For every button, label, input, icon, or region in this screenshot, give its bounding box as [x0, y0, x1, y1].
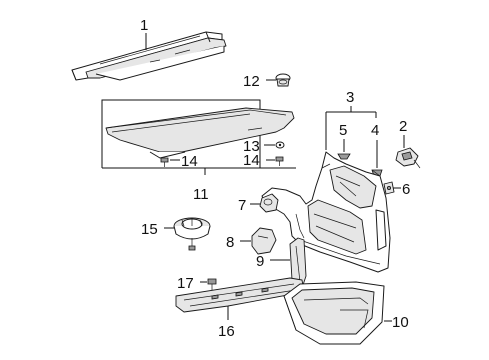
callout-13: 13 — [243, 138, 260, 155]
callout-15: 15 — [141, 221, 158, 238]
bolt — [160, 157, 169, 167]
callout-2: 2 — [399, 118, 407, 135]
callout-14-right: 14 — [243, 152, 260, 169]
plug — [259, 193, 279, 213]
trim-panel-insert — [289, 237, 307, 291]
callout-8: 8 — [226, 234, 234, 251]
washer — [275, 141, 285, 149]
callout-7: 7 — [238, 197, 246, 214]
cargo-cover-panel — [105, 107, 295, 159]
cargo-cover-roller — [71, 31, 227, 81]
clip — [337, 153, 351, 160]
callout-4: 4 — [371, 122, 379, 139]
sill-plate — [175, 277, 305, 313]
callout-5: 5 — [339, 122, 347, 139]
callout-16: 16 — [218, 323, 235, 340]
access-cover — [251, 227, 277, 255]
strap-bracket — [395, 147, 421, 169]
callout-9: 9 — [256, 253, 264, 270]
knob — [275, 73, 291, 87]
callout-1: 1 — [140, 17, 148, 34]
callout-14-left: 14 — [181, 153, 198, 170]
storage-tray — [283, 281, 385, 345]
callout-3: 3 — [346, 89, 354, 106]
hook-bracket — [383, 181, 395, 195]
bolt — [275, 156, 284, 166]
callout-12: 12 — [243, 73, 260, 90]
quarter-trim-panel — [261, 151, 391, 273]
callout-10: 10 — [392, 314, 409, 331]
callout-6: 6 — [402, 181, 410, 198]
spare-tire-hold-down — [173, 217, 211, 251]
callout-11: 11 — [193, 186, 209, 203]
callout-17: 17 — [177, 275, 194, 292]
